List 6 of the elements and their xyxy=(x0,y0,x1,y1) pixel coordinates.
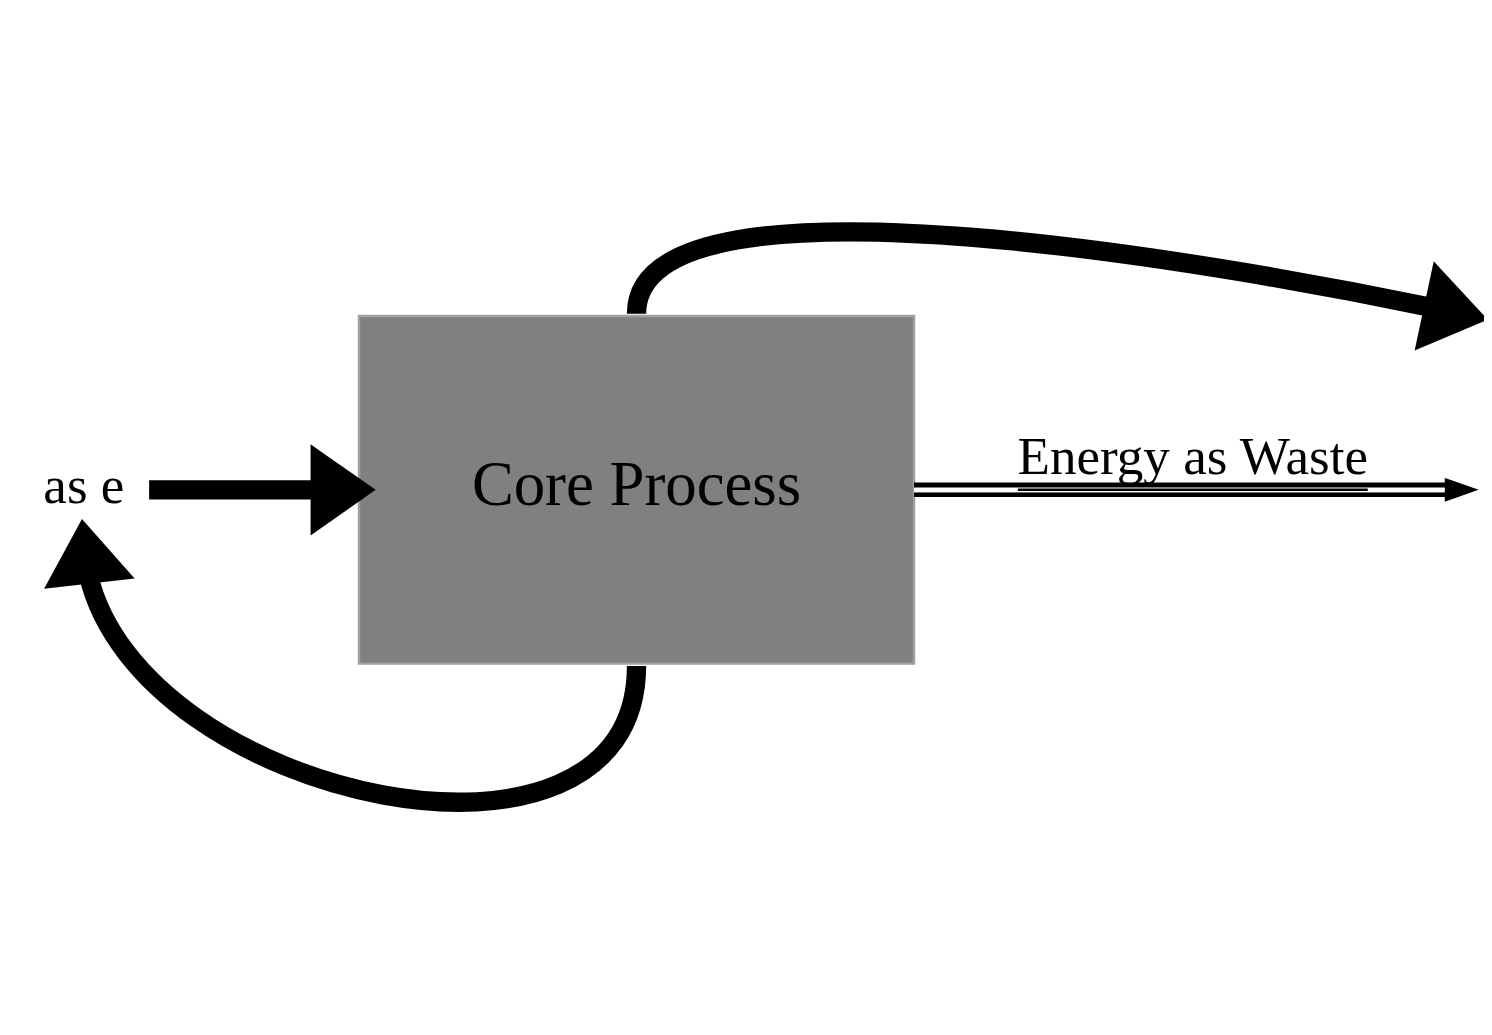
arrow xyxy=(44,518,647,812)
edge-label: Energy as Waste xyxy=(1017,427,1369,486)
arrow xyxy=(914,477,1479,502)
arrow xyxy=(149,444,376,536)
node-text: as e xyxy=(43,456,125,515)
node-box: Core Process xyxy=(357,314,916,665)
